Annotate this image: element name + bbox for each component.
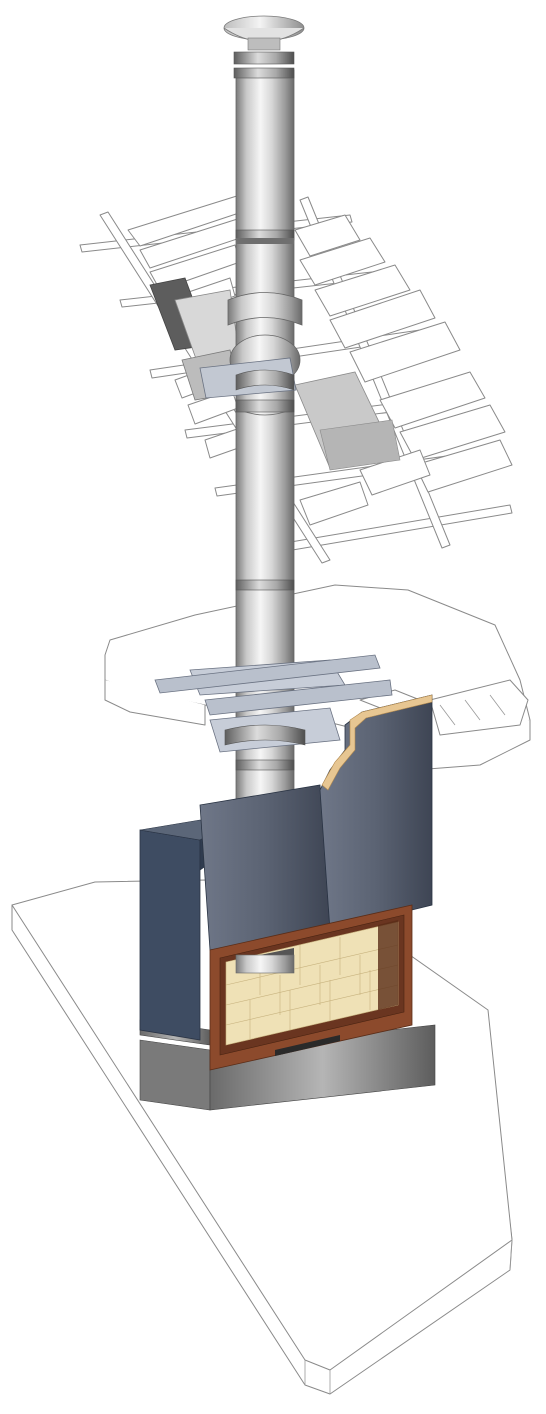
storm-collar: [227, 292, 303, 326]
door-handle: [275, 1035, 340, 1056]
flashing-lead: [319, 419, 401, 471]
roof-structure: [79, 194, 513, 564]
rain-cap-icon: [223, 15, 305, 79]
insert-base-left: [139, 1039, 211, 1111]
insulation-strip: [321, 694, 433, 791]
insert-hood: [199, 784, 331, 951]
fireplace-insert-icon: [139, 694, 436, 1111]
support-rail-icon: [154, 654, 393, 753]
roof-tile-icon: [294, 214, 513, 526]
insert-connector: [235, 954, 295, 974]
insert-side-panel: [139, 829, 201, 1041]
